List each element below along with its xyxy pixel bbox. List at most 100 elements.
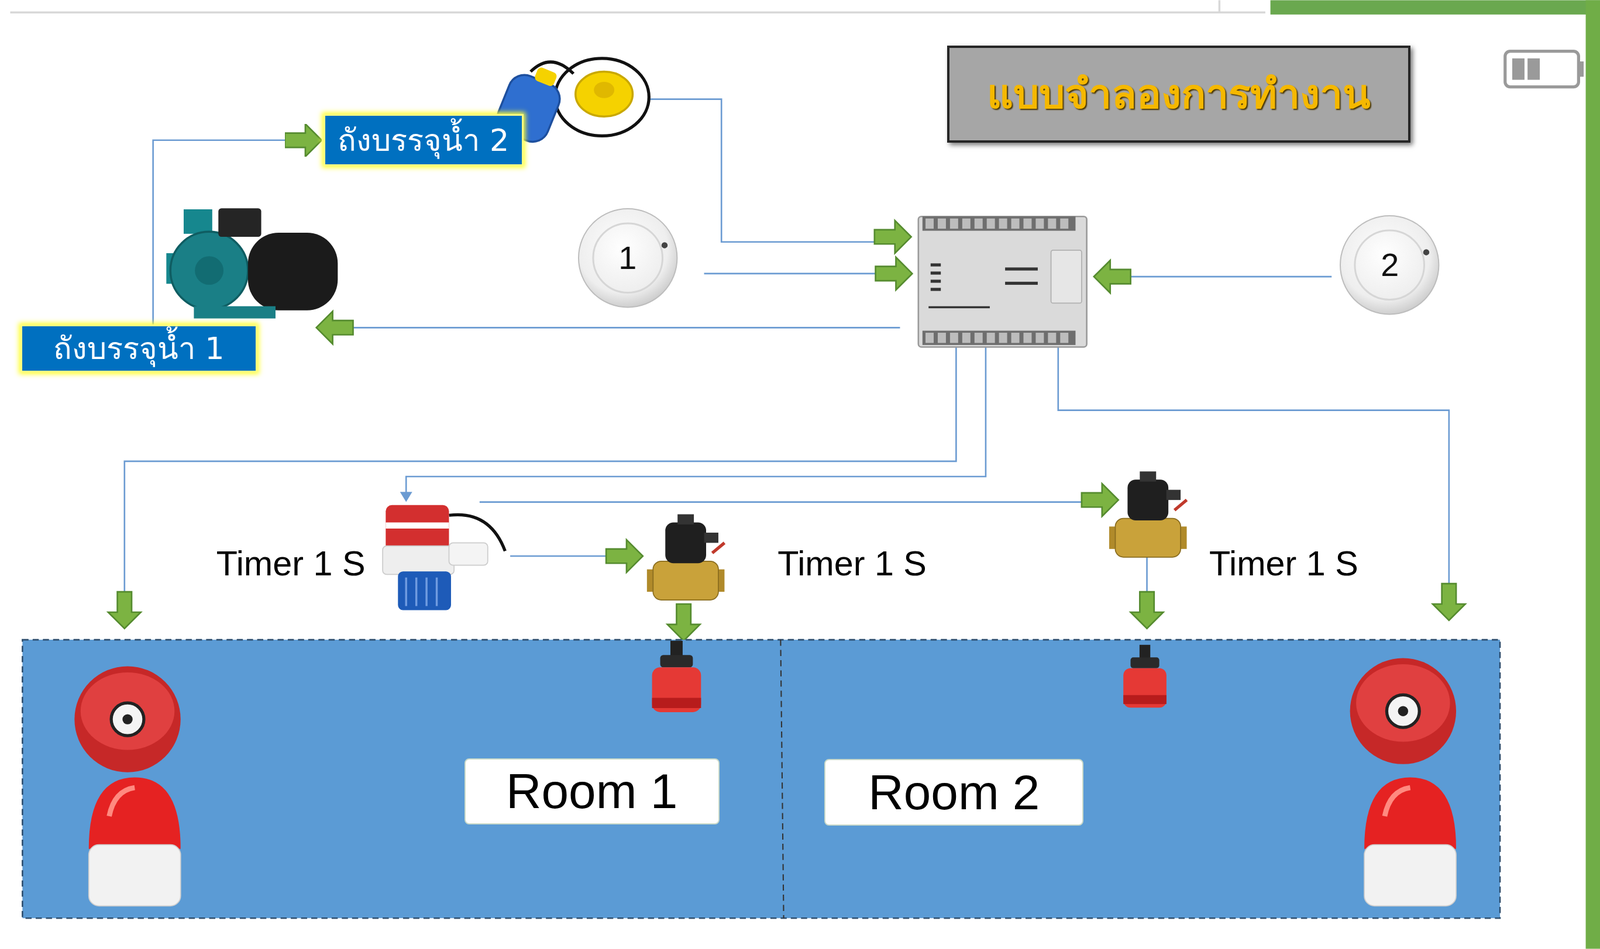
flow-arrows bbox=[400, 491, 413, 502]
plc-controller bbox=[1047, 218, 1056, 229]
plc-controller bbox=[986, 332, 996, 343]
plc-controller bbox=[930, 279, 941, 283]
alarm-bell bbox=[111, 703, 144, 736]
plc-controller bbox=[1035, 218, 1044, 229]
bilge-pump bbox=[397, 571, 452, 611]
signal-wires bbox=[353, 327, 901, 329]
plc-controller bbox=[999, 332, 1008, 343]
callout-number: 1 bbox=[618, 239, 637, 277]
detector-ring bbox=[1354, 230, 1425, 301]
solenoid-valve bbox=[647, 514, 725, 601]
plc-controller bbox=[1060, 332, 1069, 343]
signal-wires bbox=[510, 555, 607, 558]
alarm-bell bbox=[1398, 706, 1409, 717]
float-switch bbox=[593, 81, 615, 99]
plc-controller bbox=[950, 332, 959, 343]
float-switch bbox=[575, 71, 633, 118]
flow-arrows bbox=[316, 311, 354, 344]
sprinkler-head bbox=[1123, 668, 1167, 709]
signal-wires bbox=[1058, 346, 1450, 584]
flow-arrows bbox=[108, 592, 141, 629]
room-area bbox=[780, 640, 784, 919]
warning-beacon bbox=[1384, 788, 1411, 817]
plc-controller bbox=[1005, 267, 1038, 271]
flow-arrows bbox=[874, 220, 912, 254]
bilge-pump bbox=[385, 522, 449, 529]
warning-beacon bbox=[1364, 778, 1457, 850]
signal-wires bbox=[1146, 557, 1148, 593]
room-area bbox=[22, 640, 1500, 919]
warning-beacon bbox=[88, 845, 181, 907]
alarm-bell bbox=[1350, 658, 1457, 765]
plc-controller bbox=[930, 271, 941, 275]
flow-arrows bbox=[108, 220, 1466, 642]
bilge-pump bbox=[382, 505, 505, 611]
detector-led bbox=[1423, 249, 1430, 256]
plc-controller bbox=[999, 218, 1008, 229]
plc-controller bbox=[950, 218, 959, 229]
battery-icon bbox=[1505, 51, 1579, 88]
sprinkler-head bbox=[1130, 657, 1160, 669]
flow-arrows bbox=[1093, 260, 1131, 294]
plc-controller bbox=[925, 332, 934, 343]
title-text: แบบจำลองการทำงาน bbox=[986, 70, 1371, 118]
timer-label-text: Timer 1 S bbox=[216, 544, 366, 584]
water-pump bbox=[218, 208, 261, 237]
plc-controller bbox=[974, 218, 983, 229]
solenoid-valve bbox=[677, 514, 694, 525]
plc-controller bbox=[937, 218, 946, 229]
bilge-pump bbox=[404, 577, 407, 607]
plc-controller bbox=[928, 306, 990, 309]
solenoid-valve bbox=[1174, 500, 1187, 511]
flow-arrows bbox=[1081, 483, 1119, 517]
solenoid-valve bbox=[1139, 471, 1156, 482]
bilge-pump bbox=[425, 577, 428, 607]
solenoid-valve bbox=[1115, 518, 1181, 558]
warning-beacon bbox=[88, 778, 181, 907]
bilge-pump bbox=[385, 505, 449, 552]
alarm-bell bbox=[1350, 658, 1457, 765]
plc-controller bbox=[925, 218, 1069, 344]
battery-icon bbox=[1578, 61, 1584, 77]
warning-beacon bbox=[1364, 778, 1457, 907]
battery-icon bbox=[1512, 58, 1525, 81]
timer-label: Timer 1 S bbox=[777, 544, 927, 584]
signal-wires bbox=[704, 273, 876, 275]
plc-controller bbox=[1005, 281, 1038, 285]
bilge-pump bbox=[405, 577, 437, 607]
solenoid-valve bbox=[665, 522, 707, 564]
plc-controller bbox=[974, 332, 983, 343]
plc-controller bbox=[930, 287, 941, 291]
solenoid-valve bbox=[1127, 479, 1169, 521]
signal-wires bbox=[479, 501, 1082, 504]
detector-ring bbox=[592, 223, 663, 294]
solenoid-valve bbox=[1166, 490, 1181, 501]
plc-controller bbox=[918, 216, 1087, 347]
timer-label-text: Timer 1 S bbox=[1209, 544, 1359, 584]
plc-controller bbox=[1011, 332, 1020, 343]
flow-arrows bbox=[875, 257, 913, 291]
smoke-detector: 2 bbox=[1338, 214, 1441, 316]
plc-controller bbox=[937, 332, 946, 343]
sprinkler-head bbox=[1139, 645, 1151, 660]
detector-led bbox=[661, 242, 667, 249]
flow-arrows bbox=[1130, 592, 1164, 629]
signal-wires bbox=[649, 99, 876, 243]
callout-number: 2 bbox=[1380, 246, 1399, 284]
slide-decor bbox=[9, 0, 1600, 949]
signal-wires bbox=[405, 346, 986, 494]
slide-decor bbox=[9, 11, 1265, 14]
plc-controller bbox=[1051, 250, 1082, 304]
sprinkler-head bbox=[652, 697, 702, 708]
plc-controller bbox=[928, 263, 1038, 309]
node-text: ถังบรรจุน้ำ 2 bbox=[337, 122, 509, 158]
room-area bbox=[22, 640, 1500, 919]
timer-label-text: Timer 1 S bbox=[777, 544, 927, 584]
plc-controller bbox=[1023, 218, 1032, 229]
solenoid-valve bbox=[652, 561, 719, 601]
bilge-pump bbox=[415, 577, 418, 607]
solenoid-valve bbox=[711, 542, 725, 553]
timer-label: Timer 1 S bbox=[1209, 544, 1359, 584]
battery-icon bbox=[1527, 58, 1540, 81]
room-label-box: Room 2 bbox=[824, 759, 1084, 827]
